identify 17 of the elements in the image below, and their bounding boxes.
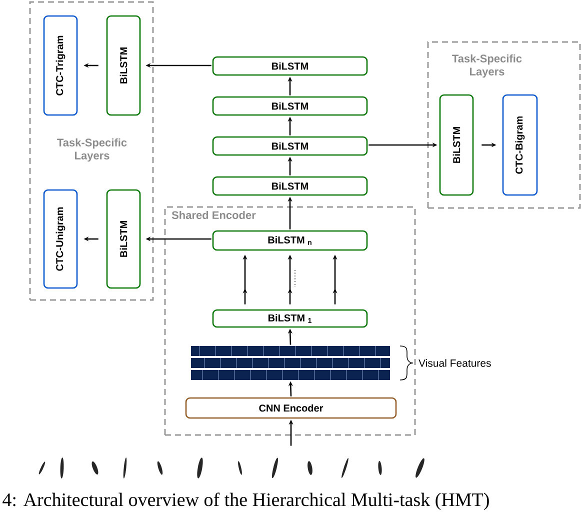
layer-box: BiLSTM bbox=[212, 136, 368, 156]
layer-box: BiLSTM bbox=[212, 96, 368, 116]
output-box: CTC-Unigram bbox=[43, 189, 78, 289]
layer-box: BiLSTM $_{n}$ bbox=[212, 230, 368, 251]
layer-box: BiLSTM bbox=[439, 94, 474, 196]
feature-label: Visual Features bbox=[418, 359, 491, 367]
layer-box: BiLSTM bbox=[212, 56, 368, 76]
output-box: CTC-Bigram bbox=[502, 94, 538, 196]
picture bbox=[191, 346, 390, 380]
layer-box: BiLSTM bbox=[212, 176, 368, 196]
picture bbox=[38, 458, 424, 478]
layer-box: BiLSTM $_{1}$ bbox=[212, 309, 368, 328]
encoder-box: CNN Encoder bbox=[185, 397, 397, 419]
layer-box: BiLSTM bbox=[106, 189, 141, 289]
layer-box: BiLSTM bbox=[106, 15, 141, 116]
output-box: CTC-Trigram bbox=[43, 15, 78, 116]
caption: 4: Architectural overview of the Hierarchical Multi-task (HMT) bbox=[2, 492, 489, 510]
